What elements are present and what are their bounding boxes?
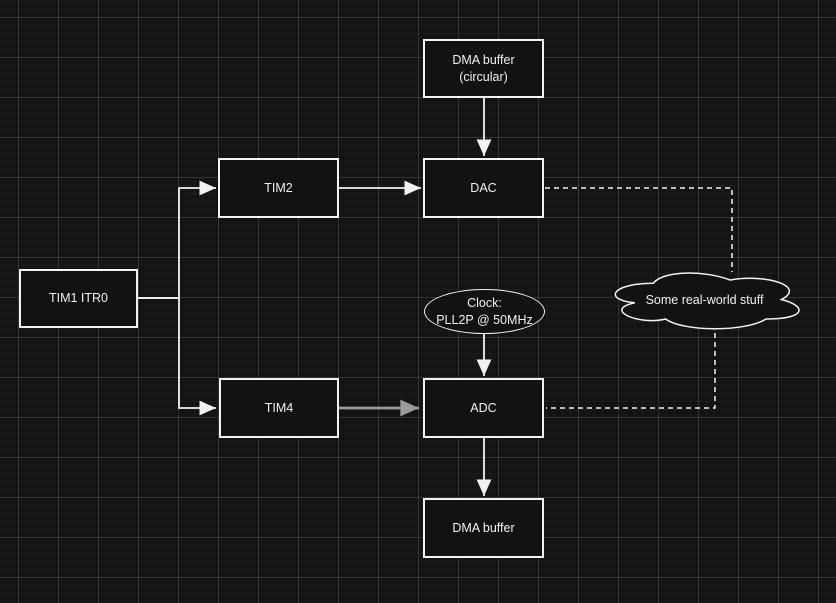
node-tim2-label: TIM2	[264, 180, 293, 195]
node-adc[interactable]: ADC	[423, 378, 544, 438]
node-dma-buffer-circular-label: DMA buffer (circular)	[452, 53, 515, 84]
node-dma-buffer[interactable]: DMA buffer	[423, 498, 544, 558]
node-tim4-label: TIM4	[264, 400, 294, 415]
edge-cloud-to-adc-dashed[interactable]	[546, 333, 716, 409]
edge-tim1-to-tim2[interactable]	[138, 180, 216, 299]
cloud-shape[interactable]	[614, 272, 800, 330]
node-cloud-label[interactable]: Some real-world stuff	[602, 267, 807, 332]
node-dac-label: DAC	[470, 180, 497, 195]
node-clock[interactable]: Clock: PLL2P @ 50MHz	[424, 289, 545, 334]
edge-tim1-to-tim4[interactable]	[138, 297, 216, 416]
node-clock-label: Clock: PLL2P @ 50MHz	[436, 296, 533, 327]
node-tim4[interactable]: TIM4	[219, 378, 339, 438]
edge-dac-to-cloud-dashed[interactable]	[545, 187, 733, 272]
node-dac[interactable]: DAC	[423, 158, 544, 218]
node-tim2[interactable]: TIM2	[218, 158, 339, 218]
node-adc-label: ADC	[470, 400, 497, 415]
node-tim1-itr0[interactable]: TIM1 ITR0	[19, 269, 138, 328]
node-dma-buffer-circular[interactable]: DMA buffer (circular)	[423, 39, 544, 98]
cloud-label-text: Some real-world stuff	[645, 292, 764, 307]
node-tim1-itr0-label: TIM1 ITR0	[48, 291, 109, 306]
node-dma-buffer-label: DMA buffer	[452, 520, 515, 535]
